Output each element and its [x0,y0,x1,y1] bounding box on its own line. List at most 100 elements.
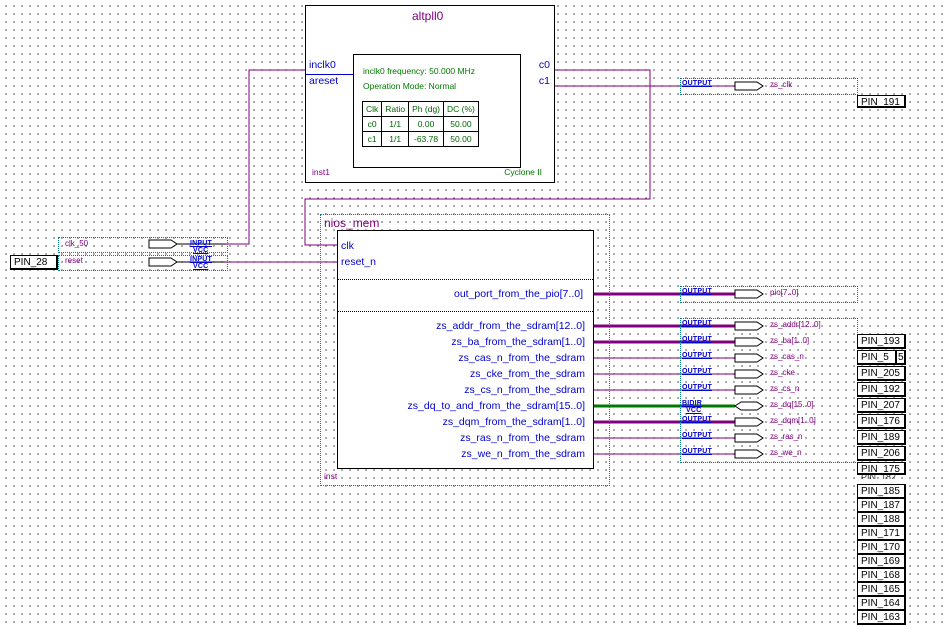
pll-block[interactable]: altpll0 inclk0 areset c0 c1 inclk0 frequ… [305,5,555,183]
pin-assignment[interactable]: PIN_165 [857,582,906,597]
pin-assignment[interactable]: PIN_188 [857,512,906,527]
pll-th-dc: DC (%) [443,101,479,117]
pin-assignment[interactable]: PIN_187 [857,498,906,513]
output-pin-name-zs-clk[interactable]: zs_clk [770,80,793,89]
output-pin-shape-zs-clk [734,81,764,91]
nios-port-zs-ras-n[interactable]: zs_ras_n_from_the_sdram [460,432,585,444]
nios-title: nios_mem [324,216,380,230]
pll-cell: -63.78 [408,131,444,147]
output-pin-name-zs-we-n[interactable]: zs_we_n [770,448,802,457]
pin-assignment[interactable]: PIN_192 [857,382,906,397]
pin-assignment[interactable]: PIN_176 [857,414,906,429]
nios-port-zs-cs-n[interactable]: zs_cs_n_from_the_sdram [464,384,585,396]
nios-port-zs-we-n[interactable]: zs_we_n_from_the_sdram [461,448,585,460]
input-pin-kind-clk50: INPUT [190,240,212,247]
input-pin-kind-reset: INPUT [190,256,212,263]
input-pin-name-reset[interactable]: reset [65,256,83,265]
input-pin-frame-clk50 [58,237,228,253]
pin-assignment[interactable]: PIN_175 [857,462,906,475]
output-pin-kind-pio: OUTPUT [682,288,712,295]
pll-cell: c0 [361,116,383,132]
pin-assignment[interactable]: PIN_189 [857,430,906,445]
pll-port-areset[interactable]: areset [309,75,339,87]
nios-port-zs-dqm[interactable]: zs_dqm_from_the_sdram[1..0] [442,416,585,428]
pin-assignment[interactable]: PIN_5 [857,350,897,365]
nios-port-zs-addr[interactable]: zs_addr_from_the_sdram[12..0] [436,320,585,332]
output-pin-shape-we [734,449,764,459]
pin-assignment[interactable]: PIN_207 [857,398,906,413]
input-pin-shape-reset [148,257,178,267]
pin-assignment[interactable]: PIN_170 [857,540,906,555]
pin-assignment-zs-clk[interactable]: PIN_191 [857,95,906,108]
pll-cell: c1 [361,131,383,147]
pll-th-ratio: Ratio [381,101,410,117]
output-pin-name-pio[interactable]: pio[7..0] [770,288,799,297]
pll-cell: 50.00 [443,116,479,132]
nios-block[interactable]: clk reset_n out_port_from_the_pio[7..0] … [337,230,594,469]
nios-port-zs-dq[interactable]: zs_dq_to_and_from_the_sdram[15..0] [407,400,585,412]
pin-assignment-partial: PIN_182 [861,474,897,479]
pll-cell: 50.00 [443,131,479,147]
input-pin-name-clk50[interactable]: clk_50 [65,239,89,248]
bidir-pin-kind: BIDIR [682,400,703,407]
nios-port-pio[interactable]: out_port_from_the_pio[7..0] [453,288,583,300]
nios-port-reset-n[interactable]: reset_n [341,256,377,268]
pin-assignment[interactable]: PIN_206 [857,446,906,461]
pin-assignment-reset[interactable]: PIN_28 [10,255,58,270]
pin-assignment[interactable]: PIN_171 [857,526,906,541]
bidir-pin-shape-dq [734,401,764,411]
output-pin-name-zs-dqm[interactable]: zs_dqm[1..0] [770,416,816,425]
nios-frame [320,214,610,486]
output-pin-shape-pio [734,289,764,299]
pin-assignment[interactable]: PIN_164 [857,596,906,611]
pll-th-phase: Ph (dg) [408,101,444,117]
wire-c0-to-clk [304,69,651,246]
pll-cell: 1/1 [381,116,410,132]
output-pin-shape-ras [734,433,764,443]
pll-port-inclk0[interactable]: inclk0 [309,59,336,71]
pll-settings-table: Clk Ratio Ph (dg) DC (%) c0 1/1 0.00 50.… [361,101,479,147]
output-pin-shape-ba [734,337,764,347]
output-pin-shape-dqm [734,417,764,427]
input-pin-sub-clk50: VCC [193,247,209,254]
output-pin-name-zs-ba[interactable]: zs_ba[1..0] [770,336,810,345]
pin-assignment[interactable]: PIN_185 [857,484,906,499]
output-pin-kind: OUTPUT [682,320,712,327]
pin-assignment[interactable]: PIN_193 [857,334,906,349]
nios-port-clk[interactable]: clk [341,240,354,252]
output-pin-frame-pio [680,286,858,303]
output-pin-shape-addr [734,321,764,331]
pll-port-divider [306,74,353,75]
pll-th-clk: Clk [361,101,383,117]
output-pin-kind: OUTPUT [682,416,712,423]
pin-assignment[interactable]: PIN_163 [857,610,906,625]
output-pin-name-zs-dq[interactable]: zs_dq[15..0] [770,400,814,409]
input-pin-frame-reset [58,255,228,271]
pin-assignment-suffix: 5 [896,350,906,365]
nios-instance-name: inst [324,471,338,481]
pll-table-row: c0 1/1 0.00 50.00 [361,116,479,132]
output-pin-shape-cs [734,385,764,395]
pll-port-c1[interactable]: c1 [538,75,550,87]
pll-instance-name: inst1 [312,167,330,177]
pll-frequency: inclk0 frequency: 50.000 MHz [363,66,475,76]
output-pin-name-zs-cas-n[interactable]: zs_cas_n [770,352,804,361]
output-pin-name-zs-cke[interactable]: zs_cke [770,368,795,377]
nios-port-zs-cke[interactable]: zs_cke_from_the_sdram [470,368,585,380]
pin-assignment[interactable]: PIN_168 [857,568,906,583]
output-pin-shape-cke [734,369,764,379]
nios-port-zs-cas-n[interactable]: zs_cas_n_from_the_sdram [458,352,585,364]
output-pin-name-zs-addr[interactable]: zs_addr[12..0] [770,320,821,329]
input-pin-shape-clk50 [148,239,178,249]
pin-assignment[interactable]: PIN_169 [857,554,906,569]
output-pin-name-zs-cs-n[interactable]: zs_cs_n [770,384,800,393]
pll-port-c0[interactable]: c0 [538,59,550,71]
output-pin-frame-zs-clk [680,78,858,95]
output-pin-name-zs-ras-n[interactable]: zs_ras_n [770,432,803,441]
pin-assignment[interactable]: PIN_205 [857,366,906,381]
pll-table-row: c1 1/1 -63.78 50.00 [361,131,479,147]
nios-port-zs-ba[interactable]: zs_ba_from_the_sdram[1..0] [451,336,585,348]
bidir-pin-sub: VCC [686,407,702,414]
output-pin-kind: OUTPUT [682,336,712,343]
